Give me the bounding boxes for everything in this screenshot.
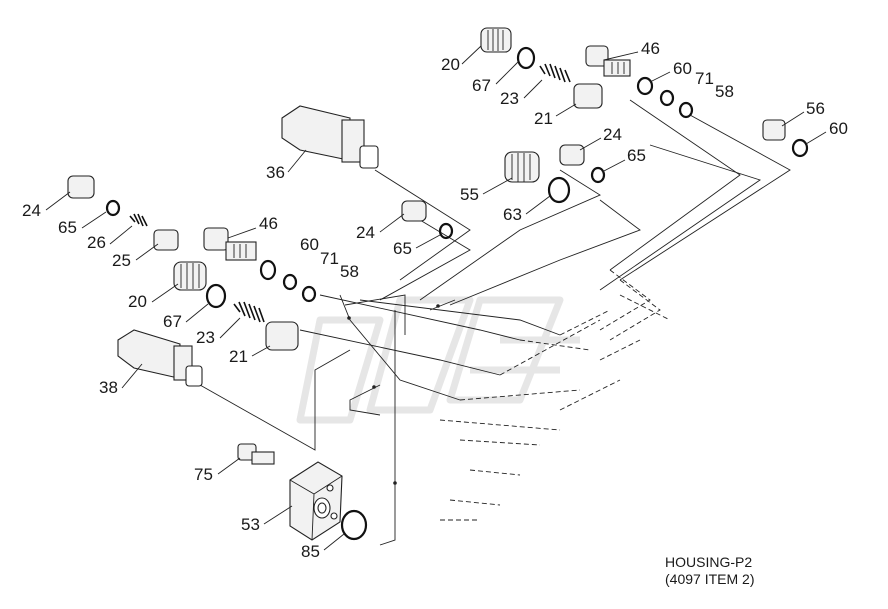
part-36-solenoid [281,105,379,169]
part-65-left-oring [105,199,121,217]
part-26-spring [129,213,148,227]
part-71-top-oring [659,89,675,107]
label-part-36: 36 [266,163,285,182]
part-56 [762,119,786,141]
label-leaders [45,45,827,551]
part-60-right-oring [791,138,809,158]
label-part-23-top: 23 [500,89,519,108]
label-part-65-middle: 65 [627,146,646,165]
part-53-flange [289,461,343,541]
part-67-left-oring [205,283,227,309]
part-85-oring [340,509,368,541]
label-part-53: 53 [241,515,260,534]
label-part-56: 56 [806,99,825,118]
label-part-67-top: 67 [472,76,491,95]
part-58-left-oring [301,285,317,303]
label-part-20-left: 20 [128,292,147,311]
part-23-left-spring [233,301,265,323]
part-20-top [480,27,512,53]
label-part-65-center: 65 [393,239,412,258]
part-24-middle [559,144,585,166]
part-38-solenoid [117,329,203,387]
part-46-top [585,45,631,77]
label-part-20-top: 20 [441,55,460,74]
caption-housing: HOUSING-P2 [665,554,752,570]
label-part-71-top: 71 [695,69,714,88]
label-part-60-top: 60 [673,59,692,78]
part-20-left [173,261,207,291]
label-part-46-top: 46 [641,39,660,58]
part-24-left [67,175,95,199]
label-part-60-left: 60 [300,235,319,254]
label-part-24-middle: 24 [603,125,622,144]
part-67-top-oring [516,46,536,70]
part-23-top-spring [539,63,571,83]
watermark-logo [296,296,580,424]
part-65-center-oring [438,222,454,240]
part-71-left-oring [282,273,298,291]
label-part-60-right: 60 [829,119,848,138]
caption-item-reference: (4097 ITEM 2) [665,571,754,587]
part-46-left [203,227,257,261]
label-part-26: 26 [87,233,106,252]
label-part-67-left: 67 [163,312,182,331]
part-65-middle-oring [590,166,606,184]
part-21-top [573,83,603,109]
label-part-85: 85 [301,542,320,561]
part-60-left-oring [259,259,277,281]
label-part-75: 75 [194,465,213,484]
label-part-63: 63 [503,205,522,224]
part-63-oring [547,176,571,204]
label-part-65-left: 65 [58,218,77,237]
label-part-38: 38 [99,378,118,397]
label-part-21-left: 21 [229,347,248,366]
part-25 [153,229,179,251]
label-part-71-left: 71 [320,249,339,268]
part-58-top-oring [678,101,694,119]
part-21-left [265,321,299,351]
label-part-46-left: 46 [259,214,278,233]
part-55 [504,151,540,183]
routing-lines [199,99,791,546]
label-part-21-top: 21 [534,109,553,128]
label-part-58-top: 58 [715,82,734,101]
label-part-25: 25 [112,251,131,270]
label-part-23-left: 23 [196,328,215,347]
label-part-58-left: 58 [340,262,359,281]
part-24-center [401,200,427,222]
label-part-24-left: 24 [22,201,41,220]
label-part-55: 55 [460,185,479,204]
part-60-top-oring [636,76,654,96]
part-75-bolt [237,443,275,465]
label-part-24-center: 24 [356,223,375,242]
